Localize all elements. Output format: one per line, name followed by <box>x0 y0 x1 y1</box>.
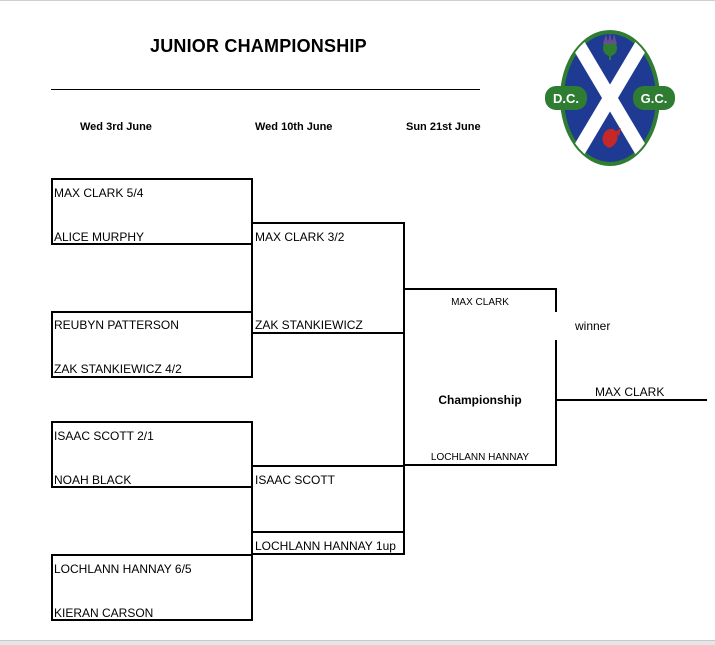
right-band <box>633 86 675 110</box>
r1-m3-player-bottom: NOAH BLACK <box>54 473 132 487</box>
r1-m1-player-bottom: ALICE MURPHY <box>54 230 145 244</box>
final-label: Championship <box>438 393 522 407</box>
club-crest-logo: D.C. G.C. <box>545 30 675 166</box>
date-final: Sun 21st June <box>406 121 481 133</box>
page-title: JUNIOR CHAMPIONSHIP <box>150 36 367 56</box>
r1-m3-player-top: ISAAC SCOTT 2/1 <box>54 429 154 443</box>
winner-label: winner <box>575 319 611 333</box>
r2-m2-player-top: ISAAC SCOTT <box>255 473 336 487</box>
r2-m2-right-line <box>403 465 405 555</box>
r1-m4-bottom-line <box>51 619 253 621</box>
r1-m3-left-line <box>51 421 53 488</box>
r1-m2-player-bottom: ZAK STANKIEWICZ 4/2 <box>54 362 182 376</box>
r1-m1-bottom-line <box>51 243 253 245</box>
r2-m1-bottom-line <box>251 332 405 334</box>
r1-m2-right-line <box>251 311 253 378</box>
r1-m4-player-top: LOCHLANN HANNAY 6/5 <box>54 562 192 576</box>
r1-m3-top-line <box>51 421 253 423</box>
lion-icon <box>602 128 621 148</box>
r1-m3-right-line <box>251 421 253 555</box>
title-underline <box>51 89 480 90</box>
bottom-border <box>0 640 715 645</box>
r1-m4-player-bottom: KIERAN CARSON <box>54 606 154 620</box>
date-round-2: Wed 10th June <box>255 121 333 133</box>
r1-m2-left-line <box>51 311 53 378</box>
r2-m2-bottom-line <box>251 553 405 555</box>
final-player-bottom: LOCHLANN HANNAY <box>430 452 530 463</box>
final-right-line-upper <box>555 288 557 312</box>
final-player-top: MAX CLARK <box>451 297 509 308</box>
r1-m1-top-line <box>51 178 253 180</box>
r1-m2-player-top: REUBYN PATTERSON <box>54 318 179 332</box>
r1-m2-bottom-line <box>51 376 253 378</box>
r1-m1-right-line <box>251 178 253 312</box>
final-bottom-line <box>403 464 557 466</box>
final-top-line <box>403 288 557 290</box>
saltire-cross <box>564 34 656 162</box>
crest-left-text: D.C. <box>553 91 579 106</box>
r2-m1-top-line <box>251 222 405 224</box>
top-border <box>0 0 715 1</box>
winner-line <box>557 399 707 401</box>
r1-m4-right-line <box>251 554 253 621</box>
r1-m3-bottom-line <box>51 486 253 488</box>
winner-name: MAX CLARK <box>595 385 665 399</box>
r2-m2-middle-line <box>251 531 405 533</box>
r2-m2-top-line <box>251 465 405 467</box>
date-round-1: Wed 3rd June <box>80 121 152 133</box>
r1-m1-player-top: MAX CLARK 5/4 <box>54 186 144 200</box>
left-band <box>545 86 587 110</box>
r1-m1-left-line <box>51 178 53 245</box>
final-right-line-lower <box>555 340 557 466</box>
r1-m4-top-line <box>51 554 253 556</box>
thistle-icon <box>603 32 617 60</box>
r2-m1-right-line <box>403 222 405 334</box>
r2-m2-player-bottom: LOCHLANN HANNAY 1up <box>255 539 396 553</box>
final-left-line <box>403 288 405 466</box>
r2-m1-player-bottom: ZAK STANKIEWICZ <box>255 318 363 332</box>
r2-m1-player-top: MAX CLARK 3/2 <box>255 230 345 244</box>
crest-right-text: G.C. <box>641 91 668 106</box>
r1-m4-left-line <box>51 554 53 621</box>
r1-m2-top-line <box>51 311 253 313</box>
